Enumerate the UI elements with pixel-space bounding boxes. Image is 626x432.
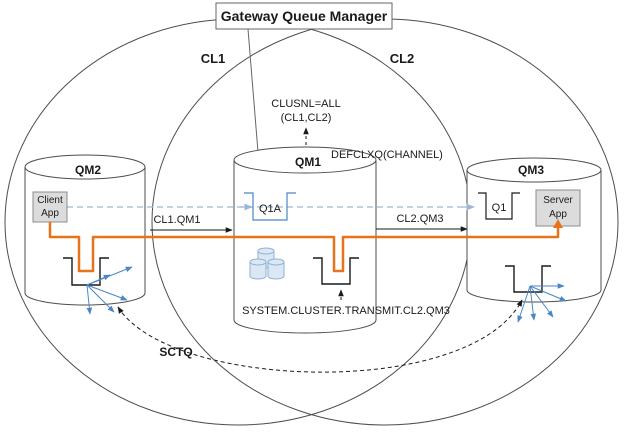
gateway-pointer-line [247,28,259,153]
qm1-label: QM1 [295,155,321,169]
gateway-title: Gateway Queue Manager [221,8,388,24]
channel-cl2-qm3-label: CL2.QM3 [396,213,443,225]
server-app-label-line2: App [549,209,567,220]
message-path [48,222,560,273]
qm2-fanout-arrows [86,266,133,315]
q1a-label: Q1A [259,203,282,215]
defclxq-label: DEFCLXQ(CHANNEL) [331,149,443,161]
qm3-cylinder [466,157,602,303]
cluster-cl1-label: CL1 [201,51,226,66]
qm1-transmit-queue-icon [313,257,359,285]
qm2-label: QM2 [75,163,101,177]
client-app-label-line1: Client [37,195,63,206]
q1-label: Q1 [492,202,507,214]
cluster-cl2-label: CL2 [390,51,415,66]
qm2-transmit-queue-icon [63,257,109,286]
qm2-cylinder [24,154,146,306]
qm3-label: QM3 [518,163,544,177]
q1a-queue-icon [244,192,296,221]
clusnl-label-line2: (CL1,CL2) [281,112,332,124]
clusnl-label-line1: CLUSNL=ALL [271,98,340,110]
client-app-label-line2: App [41,208,59,219]
message-path-arrowhead [553,219,563,228]
gateway-title-box [215,2,393,30]
sctq-label: SCTQ [159,345,192,359]
channel-cl1-qm1-label: CL1.QM1 [153,214,200,226]
sctq-dashed-curve [117,299,523,373]
server-app-label-line1: Server [543,195,573,206]
database-icon [249,247,285,280]
q1-queue-icon [478,192,520,220]
qm3-fanout-arrows [517,283,567,323]
transmit-queue-label: SYSTEM.CLUSTER.TRANSMIT.CL2.QM3 [242,305,450,317]
